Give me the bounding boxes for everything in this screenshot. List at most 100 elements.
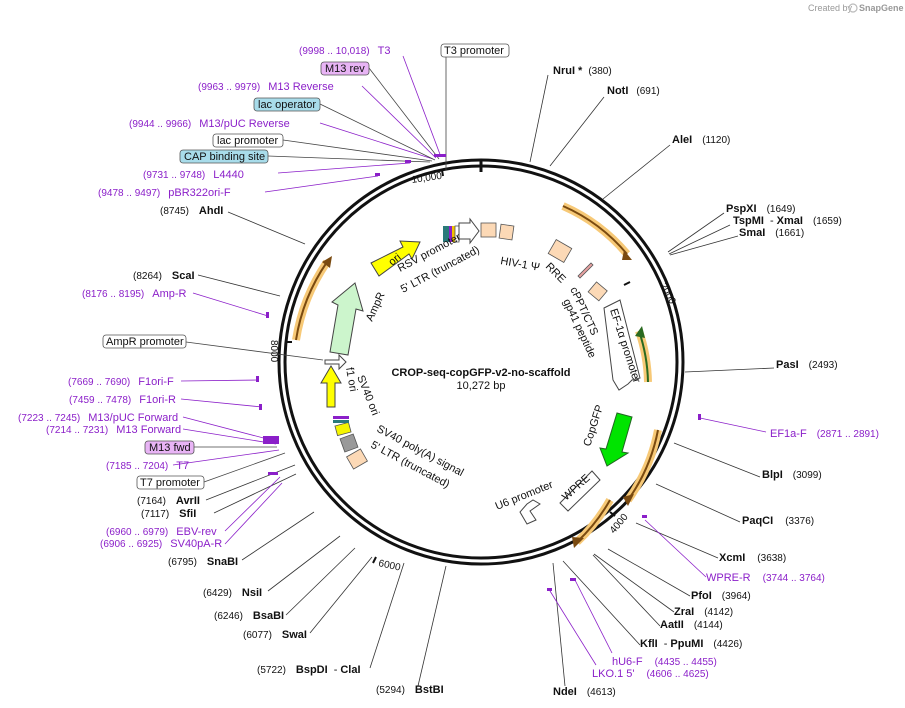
- feature-sv40-ori-box: [334, 421, 352, 437]
- feature-label-copgfp: CopGFP: [581, 404, 606, 448]
- leader-lko1: [549, 590, 597, 666]
- primer-m13-reverse: (9963 .. 9979)M13 Reverse: [198, 81, 334, 93]
- ring-tick-6000: [372, 556, 377, 564]
- box-cap-site: [179, 149, 269, 164]
- leader-nrui: [529, 74, 549, 163]
- feature-label-f1-ori: f1 ori: [343, 366, 359, 392]
- primer-wpre-r: WPRE-R(3744 .. 3764): [706, 572, 825, 584]
- marker-m13-forward: [263, 436, 279, 444]
- leader-xmai: [668, 224, 731, 255]
- enzyme-xcmi: XcmI(3638): [719, 552, 786, 564]
- orange-arc-3-arrowhead: [623, 494, 634, 506]
- leader-pfoi: [607, 548, 691, 597]
- credit-prefix: Created by: [808, 3, 853, 13]
- credit-brand: SnapGene: [859, 3, 904, 13]
- ring-tick-label-10000: 10,000: [411, 171, 443, 186]
- leader-xcmi: [635, 522, 719, 559]
- leader-t3: [402, 55, 442, 158]
- marker-lko1: [547, 588, 552, 591]
- primer-f1ori-f: (7669 .. 7690)F1ori-F: [68, 376, 174, 388]
- marker-f1ori-r: [259, 404, 262, 410]
- leader-pbr322ori-f: [264, 175, 379, 193]
- feature-t7-cluster-2: [333, 420, 349, 423]
- enzyme-ndei: NdeI(4613): [553, 686, 616, 698]
- enzyme-nsii: (6429)NsiI: [203, 587, 262, 599]
- leader-hu6-f: [574, 579, 613, 654]
- enzyme-leaders: [197, 74, 775, 687]
- primer-t7: (7185 .. 7204)T7: [106, 460, 189, 472]
- leader-l4440: [277, 162, 411, 174]
- enzyme-pasi: PasI(2493): [776, 359, 838, 371]
- boxed-labels: T3 promoter M13 rev lac operator lac pro…: [102, 43, 510, 490]
- primer-lko1: LKO.1 5'(4606 .. 4625): [592, 668, 709, 680]
- primer-hu6-f: hU6-F(4435 .. 4455): [612, 656, 717, 668]
- primer-m13-forward: (7214 .. 7231)M13 Forward: [46, 424, 181, 436]
- enzyme-labels: NruI *(380) NotI(691) AleI(1120) PspXI(1…: [133, 65, 842, 698]
- enzyme-avrii: (7164)AvrII: [137, 495, 200, 507]
- box-label-ampr-promoter: AmpR promoter: [106, 336, 184, 348]
- leader-aatii: [592, 554, 661, 627]
- leader-bsabi: [285, 547, 356, 616]
- leader-sv40pa-r: [224, 482, 283, 545]
- leader-m13-forward: [182, 428, 277, 445]
- leader-ampr-promoter: [185, 341, 324, 361]
- ring-tick-4000: [609, 511, 616, 517]
- feature-rre-box: [547, 239, 573, 263]
- marker-amp-r: [266, 312, 269, 318]
- enzyme-smai: SmaI(1661): [739, 227, 804, 239]
- primer-pbr322ori-f: (9478 .. 9497)pBR322ori-F: [98, 187, 231, 199]
- primer-ef1a-f: EF1a-F(2871 .. 2891): [770, 428, 879, 440]
- leader-paqci: [655, 483, 741, 523]
- marker-t3: [434, 154, 446, 157]
- orange-arc-2-arrowhead: [635, 326, 645, 338]
- feature-lac-cluster-2: [449, 226, 452, 242]
- leader-alei: [602, 144, 671, 200]
- leader-t7: [172, 449, 280, 466]
- feature-u6-arrow: [519, 499, 541, 525]
- box-label-lac-promoter: lac promoter: [217, 135, 278, 147]
- primer-sv40pa-r: (6906 .. 6925)SV40pA-R: [100, 538, 222, 550]
- primer-labels: (9998 .. 10,018)T3 (9963 .. 9979)M13 Rev…: [18, 45, 879, 680]
- box-t7-promoter: [136, 475, 205, 490]
- enzyme-snabi: (6795)SnaBI: [168, 556, 238, 568]
- box-lac-promoter: [212, 133, 284, 148]
- feature-copgfp-arrow: [599, 412, 633, 467]
- enzyme-bstbi: (5294)BstBI: [376, 684, 444, 696]
- box-lac-operator: [253, 97, 321, 112]
- enzyme-swai: (6077)SwaI: [243, 629, 307, 641]
- leader-ahdi: [227, 211, 306, 245]
- leader-m13-puc-reverse: [319, 122, 434, 160]
- leader-ndei: [552, 562, 566, 687]
- enzyme-tspmi-xmai: TspMI-XmaI(1659): [733, 215, 842, 227]
- leader-nsii: [267, 535, 341, 592]
- feature-ef1a-arrow: [603, 299, 641, 391]
- enzyme-nrui: NruI *(380): [553, 65, 612, 77]
- primer-leaders: [172, 55, 767, 666]
- leader-bspdi: [369, 562, 405, 669]
- leader-avrii: [205, 464, 296, 501]
- primer-t3: (9998 .. 10,018)T3: [299, 45, 390, 57]
- enzyme-kfli-ppumi: KflI-PpuMI(4426): [640, 638, 742, 650]
- enzyme-pfoi: PfoI(3964): [691, 590, 751, 602]
- box-label-t7-promoter: T7 promoter: [140, 477, 200, 489]
- marker-pbr322ori-f: [375, 173, 380, 176]
- feature-t7-cluster-1: [333, 416, 349, 419]
- enzyme-scai: (8264)ScaI: [133, 270, 195, 282]
- leader-f1ori-r: [180, 398, 263, 408]
- leader-blpi: [673, 442, 761, 478]
- marker-ef1a-f: [698, 414, 701, 420]
- primer-m13-puc-forward: (7223 .. 7245)M13/pUC Forward: [18, 412, 178, 424]
- enzyme-blpi: BlpI(3099): [762, 469, 822, 481]
- leader-cap-site: [267, 155, 431, 163]
- leader-t7-promoter: [203, 452, 286, 483]
- marker-l4440: [405, 160, 411, 163]
- enzyme-bspdi-clai: (5722)BspDI-ClaI: [257, 664, 361, 676]
- orange-arc-4-arrowhead: [572, 537, 584, 548]
- feature-hiv-psi-box: [498, 223, 515, 241]
- feature-5ltr-bottom-box: [346, 448, 368, 470]
- feature-cppt-arrow: [577, 262, 594, 279]
- leader-ebv-rev: [224, 476, 281, 532]
- leader-amp-r: [192, 292, 269, 317]
- box-t3-promoter: [440, 43, 510, 58]
